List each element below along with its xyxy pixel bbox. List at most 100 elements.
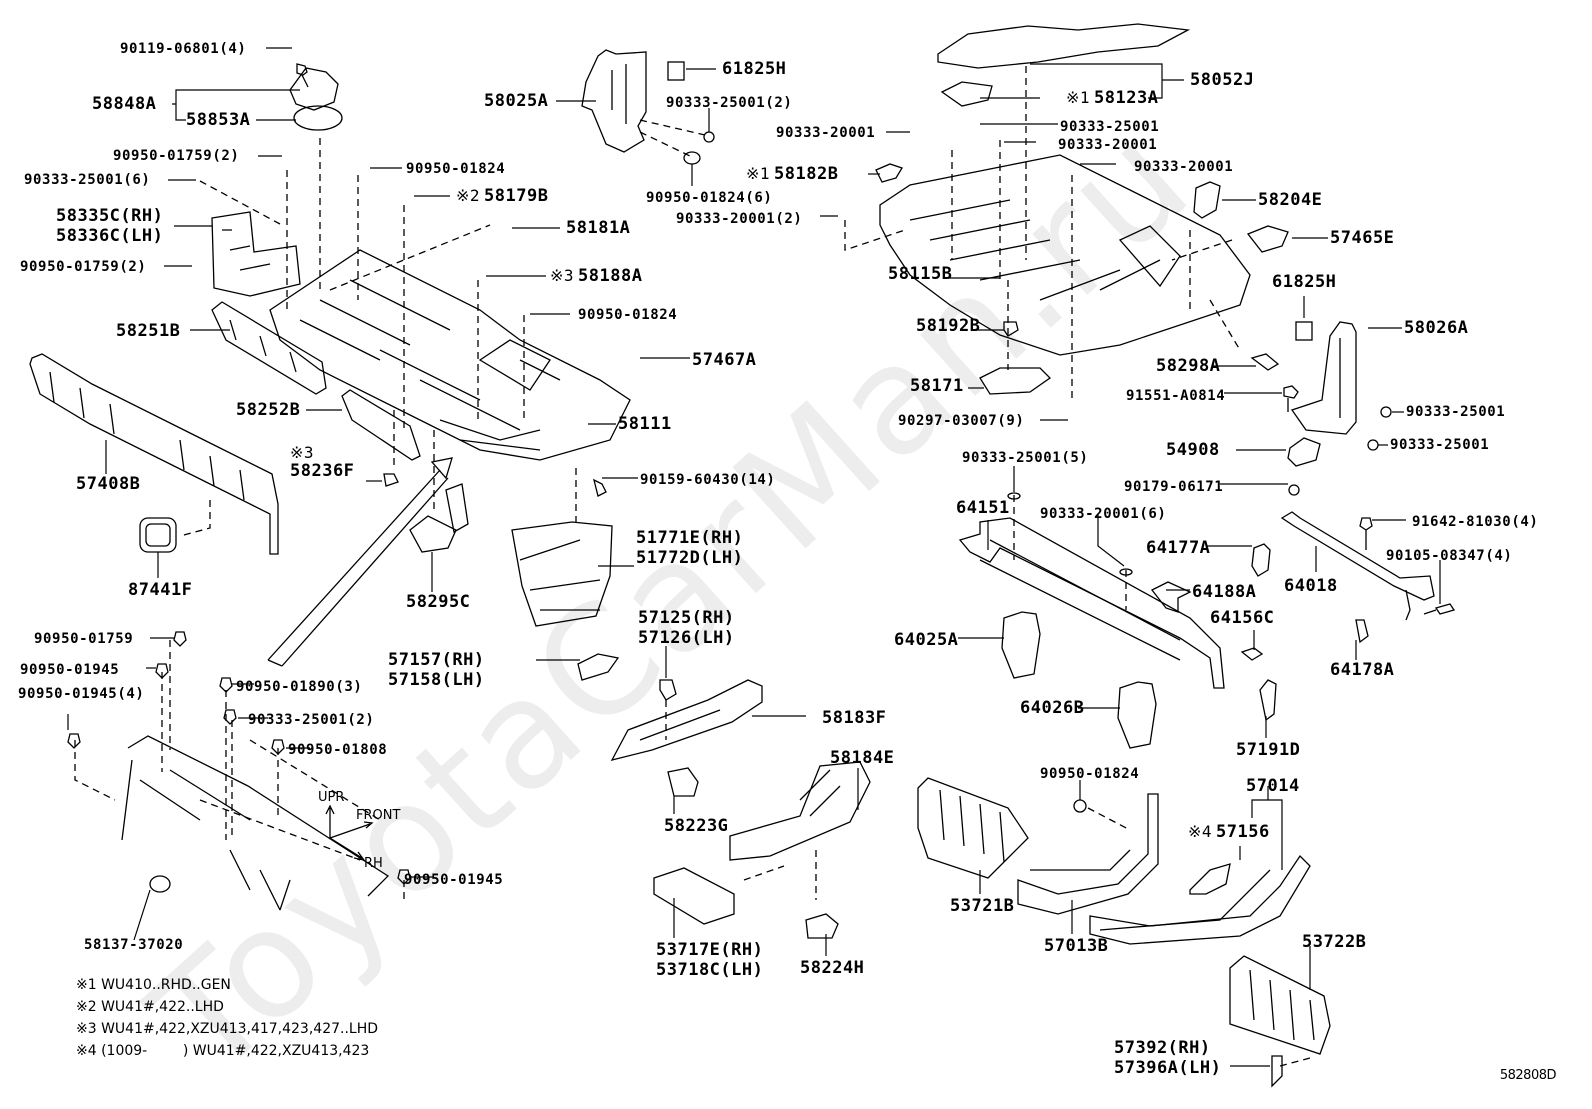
part-label-90333-20001[interactable]: 90333-20001 xyxy=(776,125,876,141)
part-label-91642-81030[interactable]: 91642-81030(4) xyxy=(1412,514,1539,530)
part-label-64188A[interactable]: 64188A xyxy=(1192,582,1257,602)
part-label-90333-25001[interactable]: 90333-25001(6) xyxy=(24,172,151,188)
part-53721B-panel xyxy=(917,777,1029,879)
part-label-90333-25001[interactable]: 90333-25001 xyxy=(1060,119,1160,135)
part-label-64177A[interactable]: 64177A xyxy=(1146,538,1211,558)
part-58184E-rail xyxy=(729,761,871,900)
part-label-53721B[interactable]: 53721B xyxy=(950,896,1015,916)
part-label-90333-20001[interactable]: 90333-20001 xyxy=(1134,159,1234,175)
part-label-90950-01759[interactable]: 90950-01759(2) xyxy=(113,148,240,164)
part-64025A-bracket xyxy=(1001,611,1041,679)
part-label-57157[interactable]: 57157(RH) xyxy=(388,650,485,670)
part-label-90333-25001[interactable]: 90333-25001 xyxy=(1390,437,1490,453)
part-label-51771E[interactable]: 51771E(RH) xyxy=(636,528,744,548)
part-label-64026B[interactable]: 64026B xyxy=(1020,698,1085,718)
part-label-90950-01890[interactable]: 90950-01890(3) xyxy=(236,679,363,695)
part-label-90950-01945[interactable]: 90950-01945(4) xyxy=(18,686,145,702)
part-label-64178A[interactable]: 64178A xyxy=(1330,660,1395,680)
part-label-57013B[interactable]: 57013B xyxy=(1044,936,1109,956)
part-label-58111[interactable]: 58111 xyxy=(618,414,672,434)
part-label-58052J[interactable]: 58052J xyxy=(1190,70,1255,90)
part-label-57014[interactable]: 57014 xyxy=(1246,776,1300,796)
part-label-57396A[interactable]: 57396A(LH) xyxy=(1114,1058,1222,1078)
part-label-90950-01945[interactable]: 90950-01945 xyxy=(404,872,504,888)
part-label-57158[interactable]: 57158(LH) xyxy=(388,670,485,690)
part-label-90333-25001[interactable]: 90333-25001(2) xyxy=(666,95,793,111)
part-label-90950-01824[interactable]: 90950-01824 xyxy=(578,307,678,323)
part-label-58298A[interactable]: 58298A xyxy=(1156,356,1221,376)
part-label-58204E[interactable]: 58204E xyxy=(1258,190,1323,210)
part-label-64156C[interactable]: 64156C xyxy=(1210,608,1275,628)
part-label-64151[interactable]: 64151 xyxy=(956,498,1010,518)
part-label-90950-01808[interactable]: 90950-01808 xyxy=(288,742,388,758)
part-label-58336C[interactable]: 58336C(LH) xyxy=(56,226,164,246)
part-label-90950-01759[interactable]: 90950-01759 xyxy=(34,631,134,647)
part-label-57191D[interactable]: 57191D xyxy=(1236,740,1301,760)
part-label-53717E[interactable]: 53717E(RH) xyxy=(656,940,764,960)
part-label-90333-20001[interactable]: 90333-20001 xyxy=(1058,137,1158,153)
part-label-58181A[interactable]: 58181A xyxy=(566,218,631,238)
part-label-58026A[interactable]: 58026A xyxy=(1404,318,1469,338)
part-58223G-pad xyxy=(667,767,699,797)
part-64026B-bracket xyxy=(1117,681,1157,749)
part-label-64018[interactable]: 64018 xyxy=(1284,576,1338,596)
part-label-90159-60430[interactable]: 90159-60430(14) xyxy=(640,472,776,488)
part-label-57392[interactable]: 57392(RH) xyxy=(1114,1038,1211,1058)
part-58137-floor-lower xyxy=(67,631,411,941)
part-label-58252B[interactable]: 58252B xyxy=(236,400,301,420)
part-label-58183F[interactable]: 58183F xyxy=(822,708,887,728)
part-label-58335C[interactable]: 58335C(RH) xyxy=(56,206,164,226)
part-label-90333-20001[interactable]: 90333-20001(2) xyxy=(676,211,803,227)
orientation-rh-label: RH xyxy=(364,856,383,871)
part-label-58137-37020[interactable]: 58137-37020 xyxy=(84,937,184,953)
part-label-90333-25001[interactable]: 90333-25001(2) xyxy=(248,712,375,728)
part-label-58224H[interactable]: 58224H xyxy=(800,958,865,978)
part-label-53718C[interactable]: 53718C(LH) xyxy=(656,960,764,980)
part-label-90950-01824[interactable]: 90950-01824 xyxy=(406,161,506,177)
part-label-91551-A0814[interactable]: 91551-A0814 xyxy=(1126,388,1226,404)
part-label-57467A[interactable]: 57467A xyxy=(692,350,757,370)
part-label-90179-06171[interactable]: 90179-06171 xyxy=(1124,479,1224,495)
part-91642-bolt xyxy=(1359,517,1373,550)
part-label-57125[interactable]: 57125(RH) xyxy=(638,608,735,628)
part-label-90950-01759[interactable]: 90950-01759(2) xyxy=(20,259,147,275)
part-label-58192B[interactable]: 58192B xyxy=(916,316,981,336)
part-label-53722B[interactable]: 53722B xyxy=(1302,932,1367,952)
part-label-90950-01945[interactable]: 90950-01945 xyxy=(20,662,120,678)
part-label-58115B[interactable]: 58115B xyxy=(888,264,953,284)
part-label-57126[interactable]: 57126(LH) xyxy=(638,628,735,648)
part-label-58184E[interactable]: 58184E xyxy=(830,748,895,768)
part-label-58223G[interactable]: 58223G xyxy=(664,816,729,836)
part-label-90105-08347[interactable]: 90105-08347(4) xyxy=(1386,548,1513,564)
part-label-58848A[interactable]: 58848A xyxy=(92,94,157,114)
part-label-90333-20001[interactable]: 90333-20001(6) xyxy=(1040,506,1167,522)
part-label-57465E[interactable]: 57465E xyxy=(1330,228,1395,248)
part-label-90333-25001[interactable]: 90333-25001(5) xyxy=(962,450,1089,466)
part-label-61825H[interactable]: 61825H xyxy=(1272,272,1337,292)
part-label-90950-01824[interactable]: 90950-01824(6) xyxy=(646,190,773,206)
part-label-90297-03007[interactable]: 90297-03007(9) xyxy=(898,413,1025,429)
orientation-front-label: FRONT xyxy=(356,808,401,823)
part-label-58853A[interactable]: 58853A xyxy=(186,110,251,130)
part-label-58025A[interactable]: 58025A xyxy=(484,91,549,111)
part-label-90333-25001[interactable]: 90333-25001 xyxy=(1406,404,1506,420)
part-label-90119-06801[interactable]: 90119-06801(4) xyxy=(120,41,247,57)
part-label-61825H[interactable]: 61825H xyxy=(722,59,787,79)
part-90105-bolt xyxy=(1423,603,1456,615)
part-label-58171[interactable]: 58171 xyxy=(910,376,964,396)
part-57408B-crossmember xyxy=(29,353,279,555)
part-label-90950-01824[interactable]: 90950-01824 xyxy=(1040,766,1140,782)
part-label-58295C[interactable]: 58295C xyxy=(406,592,471,612)
part-label-54908[interactable]: 54908 xyxy=(1166,440,1220,460)
part-label-87441F[interactable]: 87441F xyxy=(128,580,193,600)
part-label-58251B[interactable]: 58251B xyxy=(116,321,181,341)
part-label-57408B[interactable]: 57408B xyxy=(76,474,141,494)
part-label-64025A[interactable]: 64025A xyxy=(894,630,959,650)
part-label-51772D[interactable]: 51772D(LH) xyxy=(636,548,744,568)
